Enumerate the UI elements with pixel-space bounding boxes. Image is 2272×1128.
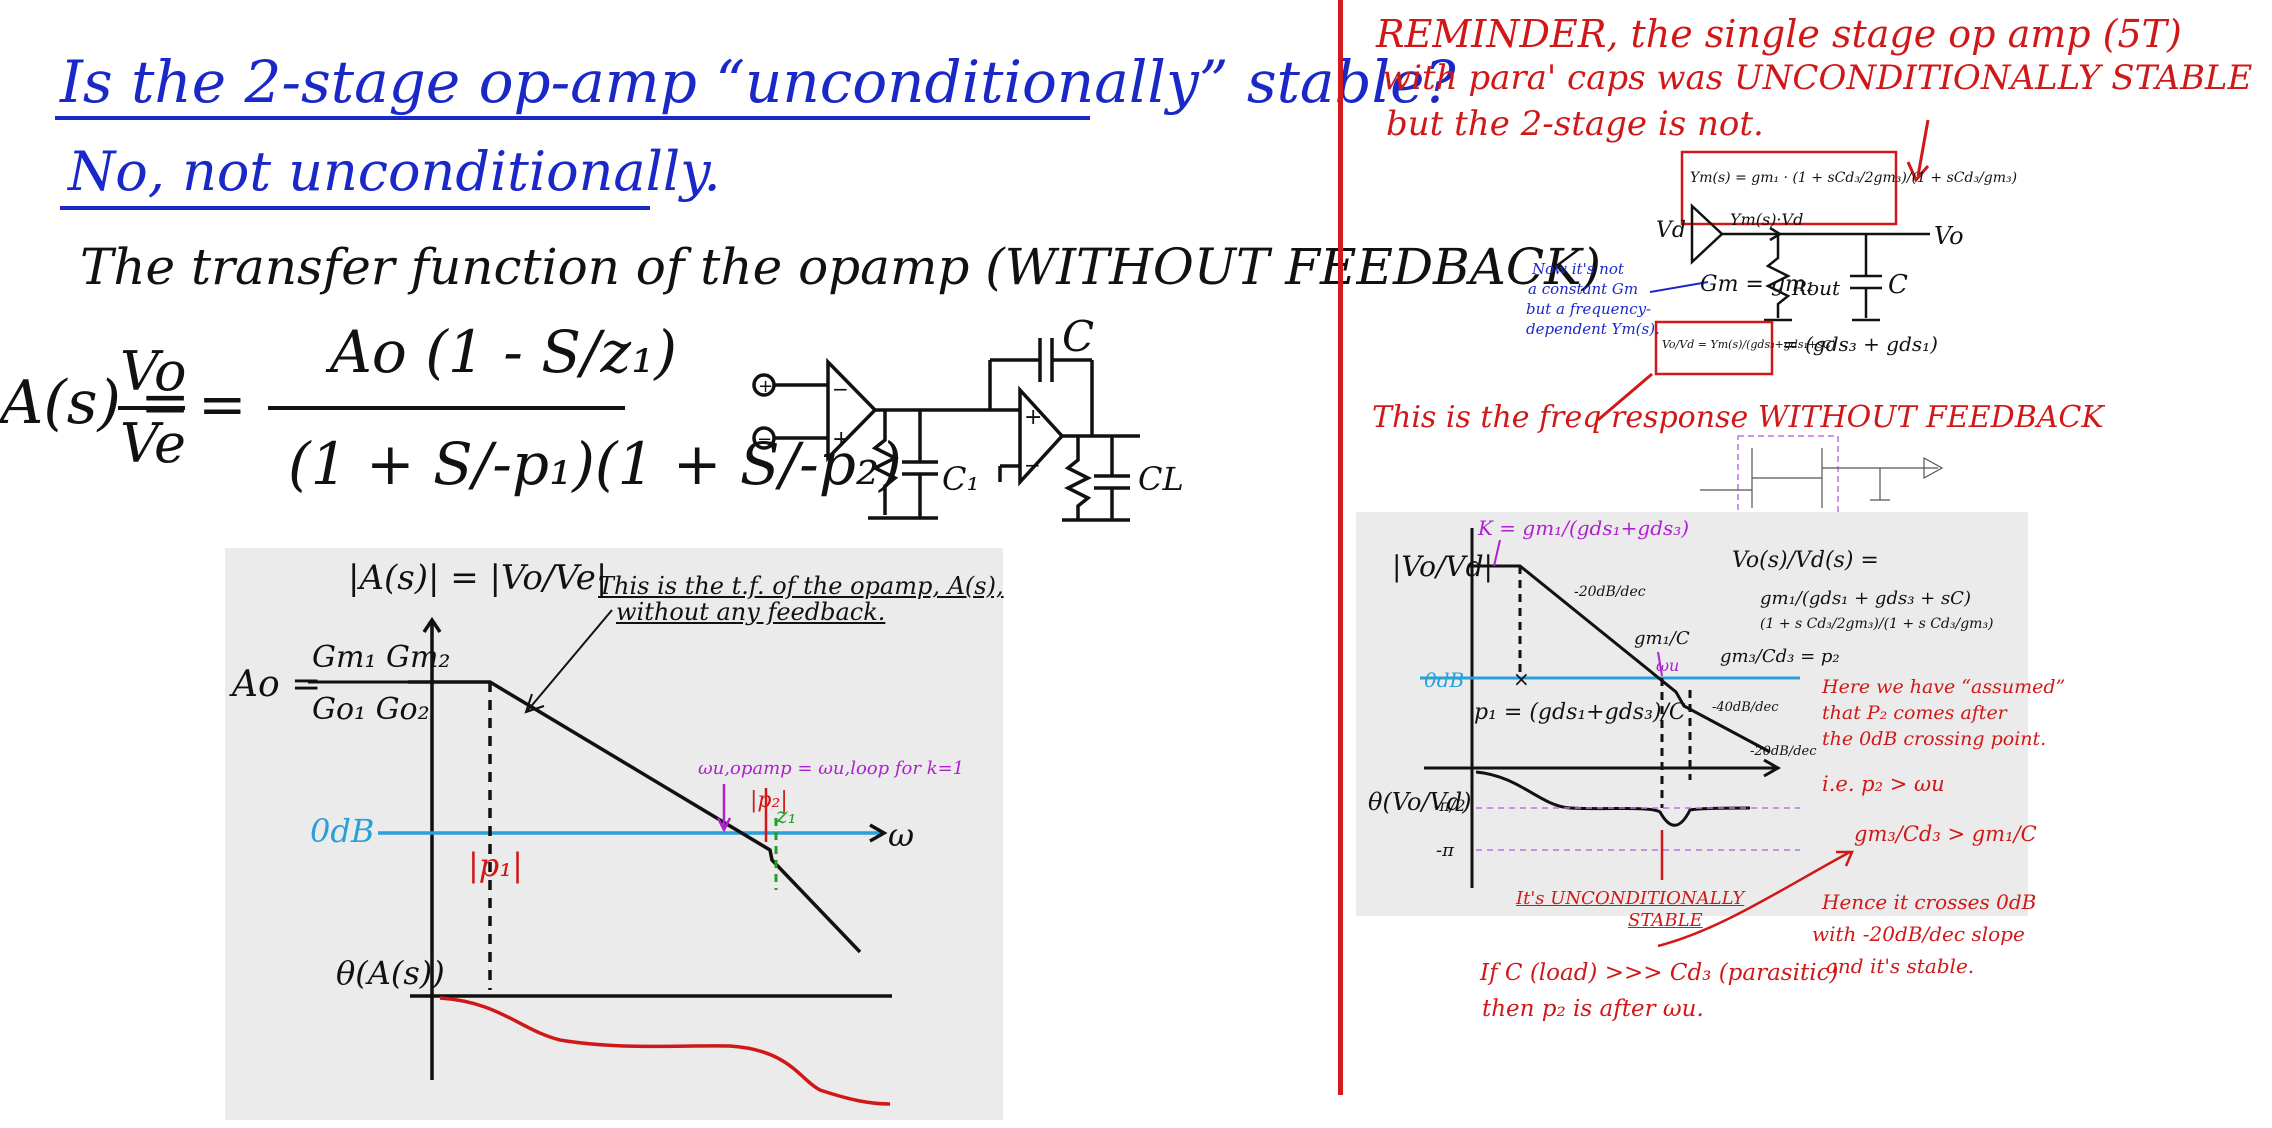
gm1-over-c: gm₁/C bbox=[1634, 628, 1690, 649]
reminder-line-2: with para' caps was UNCONDITIONALLY STAB… bbox=[1382, 58, 2253, 98]
left-bode-wu-label: ωu,opamp = ωu,loop for k=1 bbox=[698, 758, 965, 779]
left-bode-0db-label: 0dB bbox=[310, 812, 375, 850]
eq-vo: Vo bbox=[120, 340, 187, 403]
svg-text:−: − bbox=[1024, 453, 1041, 477]
left-bode-p2-label: |p₂| bbox=[750, 788, 788, 813]
blue-note-2: a constant Gm bbox=[1528, 280, 1639, 298]
right-phase-label: θ(Vo/Vd) bbox=[1368, 788, 1472, 816]
left-bode-note-2: without any feedback. bbox=[616, 598, 886, 626]
reminder-line-3: but the 2-stage is not. bbox=[1386, 104, 1764, 144]
unconditionally-stable-1: It's UNCONDITIONALLY bbox=[1516, 888, 1745, 909]
right-tf-mid: gm₁/(gds₁ + gds₃ + sC) bbox=[1760, 588, 1971, 609]
right-bode-ylabel: |Vo/Vd| bbox=[1392, 550, 1493, 583]
vo-label: Vo bbox=[1934, 222, 1964, 250]
slope-40: -40dB/dec bbox=[1712, 700, 1779, 715]
schem-miller-cap-label: C bbox=[1062, 312, 1095, 361]
gm-label: Gm = gm₁ bbox=[1700, 272, 1815, 297]
slope-20-b: -20dB/dec bbox=[1750, 744, 1817, 759]
left-bode-a0-num: Gm₁ Gm₂ bbox=[312, 640, 451, 675]
svg-text:×: × bbox=[1513, 667, 1530, 691]
assume-line-3: the 0dB crossing point. bbox=[1822, 728, 2047, 750]
k-label: K = gm₁/(gds₁+gds₃) bbox=[1478, 516, 1690, 540]
right-0db-label: 0dB bbox=[1424, 668, 1465, 692]
left-bode-z1-label: z₁ bbox=[776, 804, 797, 829]
eq-denominator: (1 + S/-p₁)(1 + S/-p₂) bbox=[288, 430, 902, 498]
p1-expression: p₁ = (gds₁+gds₃)/C bbox=[1474, 700, 1686, 725]
svg-text:+: + bbox=[758, 376, 773, 397]
if-line-1: If C (load) >>> Cd₃ (parasitic) bbox=[1480, 960, 1839, 986]
right-bode-panel bbox=[1356, 512, 2028, 916]
left-bode-ylabel: |A(s)| = |Vo/Ve| bbox=[348, 558, 608, 598]
svg-text:+: + bbox=[832, 427, 850, 452]
reminder-line-1: REMINDER, the single stage op amp (5T) bbox=[1376, 12, 2182, 56]
assume-line-2: that P₂ comes after bbox=[1822, 702, 2007, 724]
c-label: C bbox=[1888, 270, 1908, 300]
blue-note-4: dependent Ym(s). bbox=[1526, 320, 1660, 338]
page-divider bbox=[1338, 0, 1343, 1095]
blue-note-1: Now it's not bbox=[1532, 260, 1624, 278]
gm3-cd3-label: gm₃/Cd₃ = p₂ bbox=[1720, 646, 1840, 667]
slope-20: -20dB/dec bbox=[1574, 584, 1646, 600]
title-question: Is the 2-stage op-amp “unconditionally” … bbox=[60, 48, 1456, 116]
minus-pi: -π bbox=[1436, 840, 1454, 861]
left-bode-a0: Ao = bbox=[232, 664, 322, 705]
minus-pi-over-2: -π/2 bbox=[1434, 796, 1466, 815]
schem-cl-label: CL bbox=[1138, 460, 1184, 498]
hence-line-3: and it's stable. bbox=[1826, 954, 1975, 978]
rout-value: = (gds₃ + gds₁) bbox=[1782, 332, 1938, 356]
hence-line-1: Hence it crosses 0dB bbox=[1822, 890, 2037, 914]
ym-box-text: Ym(s) = gm₁ · (1 + sCd₃/2gm₃)/(1 + sCd₃/… bbox=[1690, 170, 2018, 186]
assume-line-1: Here we have “assumed” bbox=[1822, 676, 2066, 698]
tf-heading: The transfer function of the opamp (WITH… bbox=[80, 238, 1602, 296]
rout-label: Rout bbox=[1792, 276, 1841, 300]
left-bode-omega-label: ω bbox=[888, 816, 915, 854]
eq-numerator: Ao (1 - S/z₁) bbox=[330, 318, 677, 386]
blue-note-3: but a frequency- bbox=[1526, 300, 1652, 318]
schem-c1-label: C₁ bbox=[942, 460, 980, 498]
vo-vd-box-text: Vo/Vd = Ym(s)/(gds₃+gds₁+sC) bbox=[1662, 338, 1836, 351]
eq-equals: = bbox=[198, 370, 247, 438]
title-answer: No, not unconditionally. bbox=[68, 140, 721, 203]
vd-label: Vd bbox=[1656, 218, 1686, 243]
svg-text:+: + bbox=[1024, 405, 1042, 430]
left-phase-label: θ(A(s)) bbox=[336, 954, 445, 992]
eq-ve: Ve bbox=[120, 412, 186, 475]
wu-label: ωu bbox=[1656, 656, 1680, 675]
left-bode-a0-den: Go₁ Go₂ bbox=[312, 692, 430, 727]
inequality: gm₃/Cd₃ > gm₁/C bbox=[1854, 822, 2037, 846]
hence-line-2: with -20dB/dec slope bbox=[1812, 922, 2025, 946]
unconditionally-stable-2: STABLE bbox=[1628, 910, 1703, 931]
right-tf-lhs: Vo(s)/Vd(s) = bbox=[1732, 548, 1879, 573]
if-line-2: then p₂ is after ωu. bbox=[1482, 996, 1704, 1022]
ie-line: i.e. p₂ > ωu bbox=[1822, 772, 1945, 796]
svg-text:−: − bbox=[832, 377, 849, 401]
left-bode-p1-label: |p₁| bbox=[468, 846, 523, 884]
freq-response-heading: This is the freq response WITHOUT FEEDBA… bbox=[1372, 400, 2104, 435]
eq-lhs: A(s) = bbox=[0, 368, 191, 438]
ym-wire-label: Ym(s)·Vd bbox=[1730, 210, 1804, 229]
right-tf-right: (1 + s Cd₃/2gm₃)/(1 + s Cd₃/gm₃) bbox=[1760, 616, 1994, 632]
left-bode-note-1: This is the t.f. of the opamp, A(s), bbox=[598, 572, 1004, 600]
svg-text:−: − bbox=[757, 429, 772, 450]
